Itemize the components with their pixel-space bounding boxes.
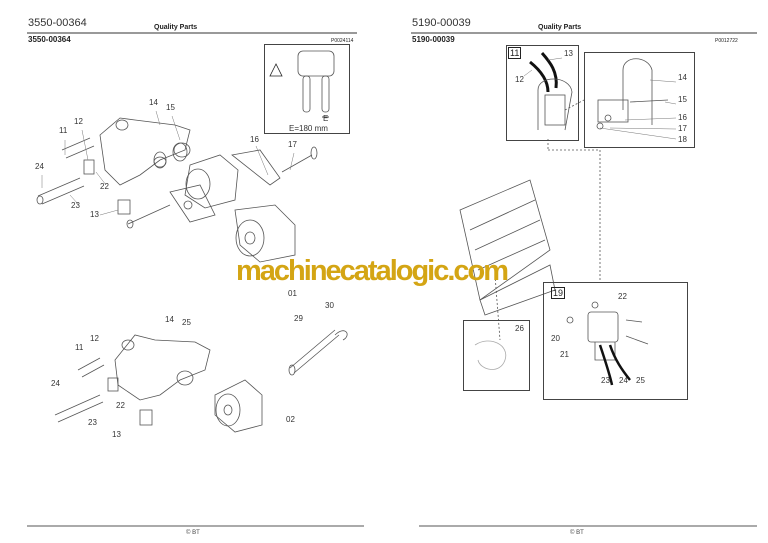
- header-rule: [411, 32, 757, 34]
- footer-rule: [27, 525, 364, 527]
- callout: 13: [564, 49, 573, 58]
- callout: 15: [166, 103, 175, 112]
- page-header: Quality Parts: [154, 24, 198, 31]
- callout: 24: [619, 376, 628, 385]
- figure-ref: P0024114: [331, 38, 354, 44]
- watermark: machinecatalogic.com: [236, 255, 509, 287]
- callout: 16: [678, 113, 687, 122]
- fork-bracket-drawing-lower: [54, 329, 348, 433]
- callout: 23: [601, 376, 610, 385]
- footer-copyright: © BT: [186, 530, 200, 536]
- callout: 29: [294, 314, 303, 323]
- callout: 15: [678, 95, 687, 104]
- section-title: 5190-00039: [412, 35, 455, 44]
- detail-box-26: [463, 320, 530, 391]
- box-tag: 19: [551, 287, 566, 299]
- connector-drawing: [474, 301, 649, 386]
- callout: 25: [636, 376, 645, 385]
- footer-rule: [419, 525, 757, 527]
- callout: 18: [678, 135, 687, 144]
- detail-box-11: [506, 45, 579, 141]
- warning-inset: [264, 44, 350, 134]
- page-number: 5190-00039: [412, 17, 471, 29]
- callout: 21: [560, 350, 569, 359]
- callout: 12: [74, 117, 83, 126]
- warning-inset-drawing: [269, 50, 335, 118]
- callout: 17: [288, 140, 297, 149]
- callout: 14: [149, 98, 158, 107]
- figure-ref: P0012722: [715, 38, 738, 44]
- callout: 12: [515, 75, 524, 84]
- callout: 23: [88, 418, 97, 427]
- callout: 02: [286, 415, 295, 424]
- battery-housing-drawing: [459, 179, 556, 341]
- callout: 16: [250, 135, 259, 144]
- callout: 14: [678, 73, 687, 82]
- callout: 22: [618, 292, 627, 301]
- callout: 14: [165, 315, 174, 324]
- callout: 13: [112, 430, 121, 439]
- callout: 11: [59, 126, 68, 135]
- callout: 22: [100, 182, 109, 191]
- header-rule: [27, 32, 357, 34]
- callout: 01: [288, 289, 297, 298]
- box-tag: 11: [508, 47, 522, 59]
- callout: 26: [515, 324, 524, 333]
- callout: 13: [90, 210, 99, 219]
- inset-note: E=180 mm: [289, 124, 328, 133]
- callout: 12: [90, 334, 99, 343]
- detail-box-19: [543, 282, 688, 400]
- section-title: 3550-00364: [28, 35, 71, 44]
- fork-bracket-drawing: [99, 117, 191, 186]
- callout: 24: [51, 379, 60, 388]
- callout: 24: [35, 162, 44, 171]
- callout: 23: [71, 201, 80, 210]
- page-header: Quality Parts: [538, 24, 582, 31]
- callout: 22: [116, 401, 125, 410]
- pins-drawing: [36, 137, 188, 229]
- footer-copyright: © BT: [570, 530, 584, 536]
- callout: 30: [325, 301, 334, 310]
- callout: 17: [678, 124, 687, 133]
- leader-lines: [41, 57, 677, 216]
- callout: 20: [551, 334, 560, 343]
- inset-label: E: [323, 114, 329, 123]
- roller-drawing: [169, 146, 318, 263]
- detail-box-handle: [584, 52, 695, 148]
- callout: 25: [182, 318, 191, 327]
- callout: 11: [75, 343, 84, 352]
- page-number: 3550-00364: [28, 17, 87, 29]
